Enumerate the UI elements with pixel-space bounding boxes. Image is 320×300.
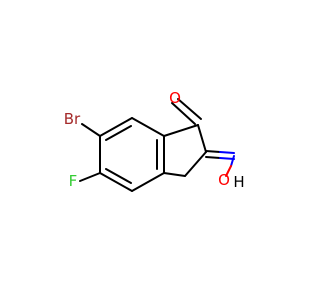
oxime-double-bond-line-b-blue: [219, 157, 235, 160]
molecule-structure-diagram: Br F O O H: [0, 0, 300, 300]
oxime-double-bond-line-b-black: [205, 156, 221, 159]
n-o-bond-blue: [230, 155, 235, 167]
bond-ring-c4-c5: [131, 172, 165, 192]
hydroxyl-hydrogen-label: H: [233, 173, 244, 191]
hydroxyl-oxygen-label: O: [218, 171, 230, 189]
atom-labels: Br F O O H: [64, 89, 245, 191]
bond-c1-bromine: [81, 123, 101, 137]
bond-ring-c5-c6-inner: [105, 168, 132, 184]
oxime-double-bond: [205, 150, 235, 160]
bond-c6-fluorine: [79, 172, 101, 182]
bond-carbonyl-double-b: [177, 98, 202, 120]
bond-ring-c1-c2: [99, 117, 133, 137]
oxime-double-bond-line-a-black: [205, 150, 221, 153]
bond-carbonyl-carbon-oxime-carbon: [197, 124, 207, 153]
nitrogen-oxygen-bond: [225, 155, 235, 177]
bond-c3-carbonyl-carbon: [163, 124, 199, 137]
bond-ring-c2-c3: [131, 117, 165, 137]
fluorine-label: F: [69, 172, 78, 190]
bond-oxime-carbon-ch2: [184, 151, 207, 177]
bond-carbonyl-double-a: [171, 102, 196, 125]
oxime-double-bond-line-a-blue: [219, 151, 235, 154]
n-o-bond-red: [225, 165, 232, 177]
bonds: [79, 98, 207, 192]
canvas-background: [0, 0, 300, 300]
carbonyl-oxygen-label: O: [169, 89, 181, 107]
bond-ring-c1-c2-inner: [105, 125, 132, 141]
bond-ch2-c4: [163, 172, 186, 177]
bromine-label: Br: [64, 110, 81, 128]
bond-ring-c5-c6: [99, 172, 133, 192]
